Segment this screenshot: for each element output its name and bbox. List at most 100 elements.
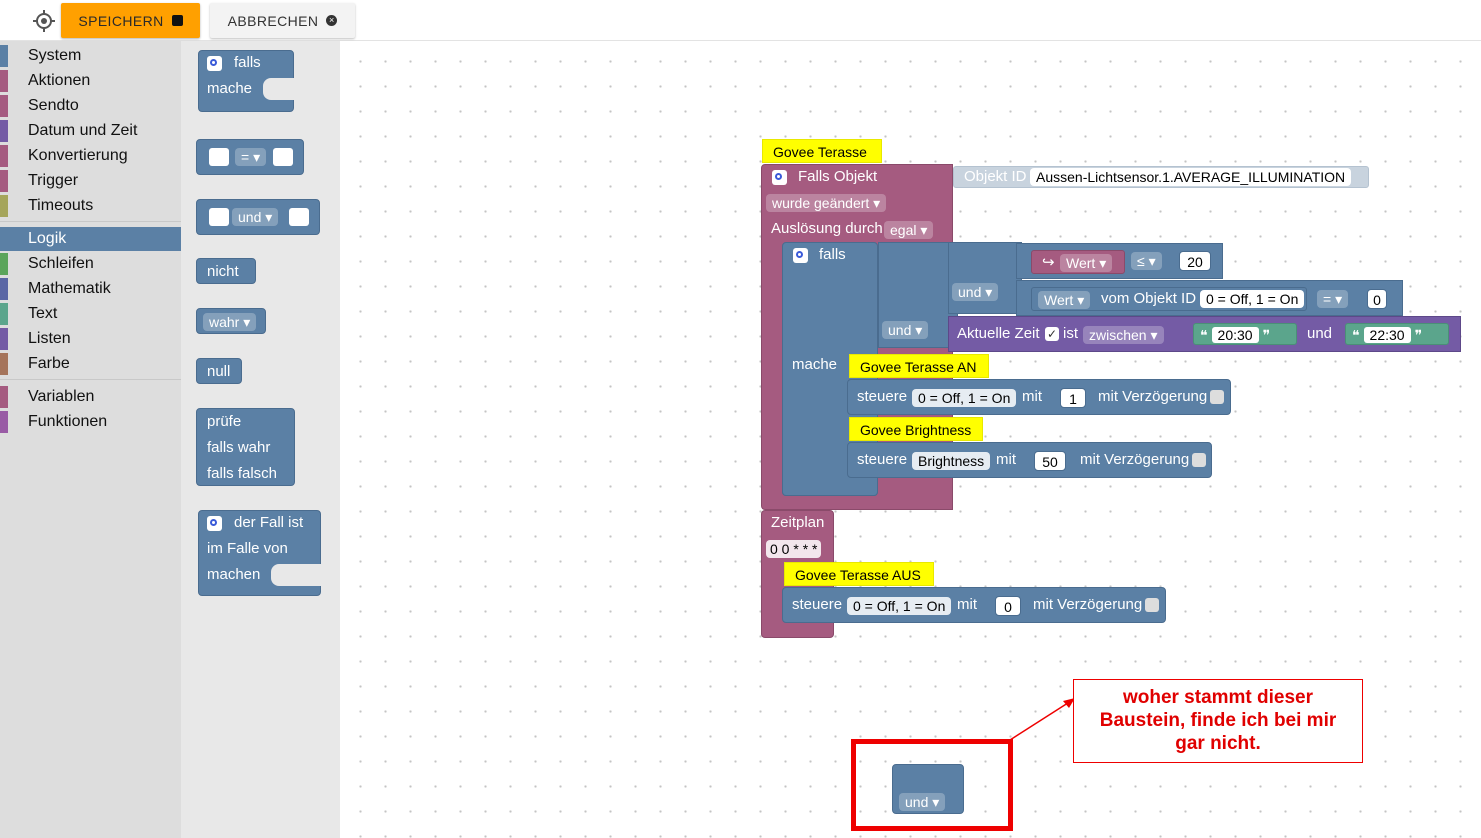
and-inner-dropdown[interactable]: und ▾	[952, 283, 999, 301]
bool-value: wahr	[209, 314, 240, 330]
flyout-not-block[interactable]: nicht	[196, 258, 256, 284]
and-outer-dropdown[interactable]: und ▾	[882, 321, 929, 339]
action2-control-block[interactable]: steuere Brightness mit 50 mit Verzögerun…	[847, 442, 1212, 478]
ternary-test-label: prüfe	[207, 413, 242, 430]
compare-op-dropdown[interactable]: = ▾	[235, 148, 267, 166]
compare-block-1[interactable]: ↪ Wert ▾ ≤ ▾ 20	[1016, 243, 1223, 279]
schedule-label: Zeitplan	[771, 514, 825, 531]
compare-block-2[interactable]: Wert ▾ vom Objekt ID 0 = Off, 1 = On = ▾…	[1016, 280, 1403, 316]
time-from-value[interactable]: 20:30	[1211, 327, 1259, 343]
time-to-text-block[interactable]: ❝22:30❞	[1345, 323, 1449, 345]
input-slot	[209, 148, 229, 166]
and-outer-op: und	[888, 322, 912, 338]
category-schleifen[interactable]: Schleifen	[0, 252, 181, 276]
flyout-and-block[interactable]: und ▾	[196, 199, 320, 235]
and-outer-block[interactable]: und ▾	[878, 242, 958, 348]
save-button[interactable]: SPEICHERN	[61, 3, 200, 38]
compare-op-dropdown[interactable]: = ▾	[1317, 290, 1349, 308]
category-variablen[interactable]: Variablen	[0, 385, 181, 409]
object-id-field[interactable]: Aussen-Lichtsensor.1.AVERAGE_ILLUMINATIO…	[1030, 168, 1352, 186]
category-color-bar	[0, 95, 8, 117]
stray-and-op: und	[905, 794, 929, 810]
trigger-comment[interactable]: Govee Terasse	[762, 139, 882, 163]
schedule-control-block[interactable]: steuere 0 = Off, 1 = On mit 0 mit Verzög…	[782, 587, 1166, 623]
delay-checkbox[interactable]	[1145, 598, 1159, 612]
time-op-dropdown[interactable]: zwischen ▾	[1083, 326, 1164, 344]
category-trigger[interactable]: Trigger	[0, 169, 181, 193]
flyout-null-block[interactable]: null	[196, 358, 242, 384]
category-konvertierung[interactable]: Konvertierung	[0, 144, 181, 168]
category-label: Sendto	[28, 97, 79, 114]
category-logik[interactable]: Logik	[0, 227, 181, 251]
gear-icon[interactable]	[793, 248, 808, 263]
cancel-button[interactable]: ABBRECHEN ×	[210, 3, 355, 38]
control-object-field[interactable]: Brightness	[912, 452, 991, 470]
action1-comment[interactable]: Govee Terasse AN	[849, 354, 989, 378]
and-inner-block[interactable]: und ▾	[948, 242, 1022, 314]
cron-field[interactable]: 0 0 * * *	[766, 540, 822, 558]
compare-op-dropdown[interactable]: ≤ ▾	[1131, 252, 1162, 270]
category-mathematik[interactable]: Mathematik	[0, 277, 181, 301]
stray-and-block[interactable]: und ▾	[892, 764, 964, 814]
flyout-if-block[interactable]: falls mache	[198, 50, 294, 112]
trigger-changed-dropdown[interactable]: wurde geändert ▾	[766, 194, 887, 212]
flyout-bool-block[interactable]: wahr ▾	[196, 308, 266, 334]
if-block-footer	[782, 484, 878, 496]
flyout-compare-block[interactable]: = ▾	[196, 139, 304, 175]
time-and-label: und	[1307, 325, 1333, 342]
value-block[interactable]: ↪ Wert ▾	[1031, 250, 1125, 274]
object-field[interactable]: 0 = Off, 1 = On	[1200, 290, 1305, 308]
number-field[interactable]: 0	[1367, 289, 1387, 309]
control-object-field[interactable]: 0 = Off, 1 = On	[912, 389, 1017, 407]
control-value-field[interactable]: 50	[1034, 451, 1066, 471]
with-label: mit	[996, 451, 1016, 468]
get-value-block[interactable]: Wert ▾ vom Objekt ID 0 = Off, 1 = On	[1031, 287, 1307, 311]
category-color-bar	[0, 70, 8, 92]
category-datum-und-zeit[interactable]: Datum und Zeit	[0, 119, 181, 143]
action1-control-block[interactable]: steuere 0 = Off, 1 = On mit 1 mit Verzög…	[847, 379, 1231, 415]
flyout-switch-block[interactable]: der Fall ist im Falle von machen	[198, 510, 321, 596]
control-label: steuere	[792, 596, 843, 613]
category-divider	[0, 221, 181, 222]
flyout-ternary-block[interactable]: prüfe falls wahr falls falsch	[196, 408, 295, 486]
number-field[interactable]: 20	[1179, 251, 1211, 271]
toolbar: SPEICHERN ABBRECHEN ×	[0, 0, 1481, 41]
and-op-dropdown[interactable]: und ▾	[232, 208, 279, 226]
gear-icon[interactable]	[207, 516, 222, 531]
action2-comment[interactable]: Govee Brightness	[849, 417, 983, 441]
schedule-action-comment[interactable]: Govee Terasse AUS	[784, 562, 934, 586]
triggered-by-dropdown[interactable]: egal ▾	[884, 221, 934, 239]
control-object-field[interactable]: 0 = Off, 1 = On	[847, 597, 952, 615]
category-funktionen[interactable]: Funktionen	[0, 410, 181, 434]
category-farbe[interactable]: Farbe	[0, 352, 181, 376]
gear-icon[interactable]	[207, 56, 222, 71]
time-between-block[interactable]: Aktuelle Zeit ✓ ist zwischen ▾ ❝20:30❞ u…	[948, 316, 1461, 352]
from-object-label: vom Objekt ID	[1101, 290, 1197, 307]
stray-and-dropdown[interactable]: und ▾	[899, 793, 946, 811]
category-timeouts[interactable]: Timeouts	[0, 194, 181, 218]
category-aktionen[interactable]: Aktionen	[0, 69, 181, 93]
delay-checkbox[interactable]	[1192, 453, 1206, 467]
control-value-field[interactable]: 1	[1060, 388, 1086, 408]
value-dropdown[interactable]: Wert ▾	[1038, 291, 1091, 309]
and-inner-op: und	[958, 284, 982, 300]
delay-checkbox[interactable]	[1210, 390, 1224, 404]
gear-icon[interactable]	[772, 170, 787, 185]
category-system[interactable]: System	[0, 44, 181, 68]
time-to-value[interactable]: 22:30	[1363, 327, 1411, 343]
object-id-label: Objekt ID	[964, 168, 1027, 185]
target-icon[interactable]	[33, 10, 55, 32]
category-sendto[interactable]: Sendto	[0, 94, 181, 118]
time-from-text-block[interactable]: ❝20:30❞	[1193, 323, 1297, 345]
control-value-field[interactable]: 0	[995, 596, 1021, 616]
bool-dropdown[interactable]: wahr ▾	[203, 313, 257, 331]
object-id-block[interactable]: Objekt ID Aussen-Lichtsensor.1.AVERAGE_I…	[953, 166, 1369, 188]
case-do-label: machen	[207, 566, 261, 583]
checkbox-checked-icon[interactable]: ✓	[1045, 327, 1059, 341]
value-dropdown[interactable]: Wert ▾	[1060, 254, 1113, 272]
compare-op: ≤	[1137, 253, 1145, 269]
trigger-title: Falls Objekt	[798, 168, 878, 185]
category-label: Schleifen	[28, 255, 94, 272]
category-listen[interactable]: Listen	[0, 327, 181, 351]
category-text[interactable]: Text	[0, 302, 181, 326]
